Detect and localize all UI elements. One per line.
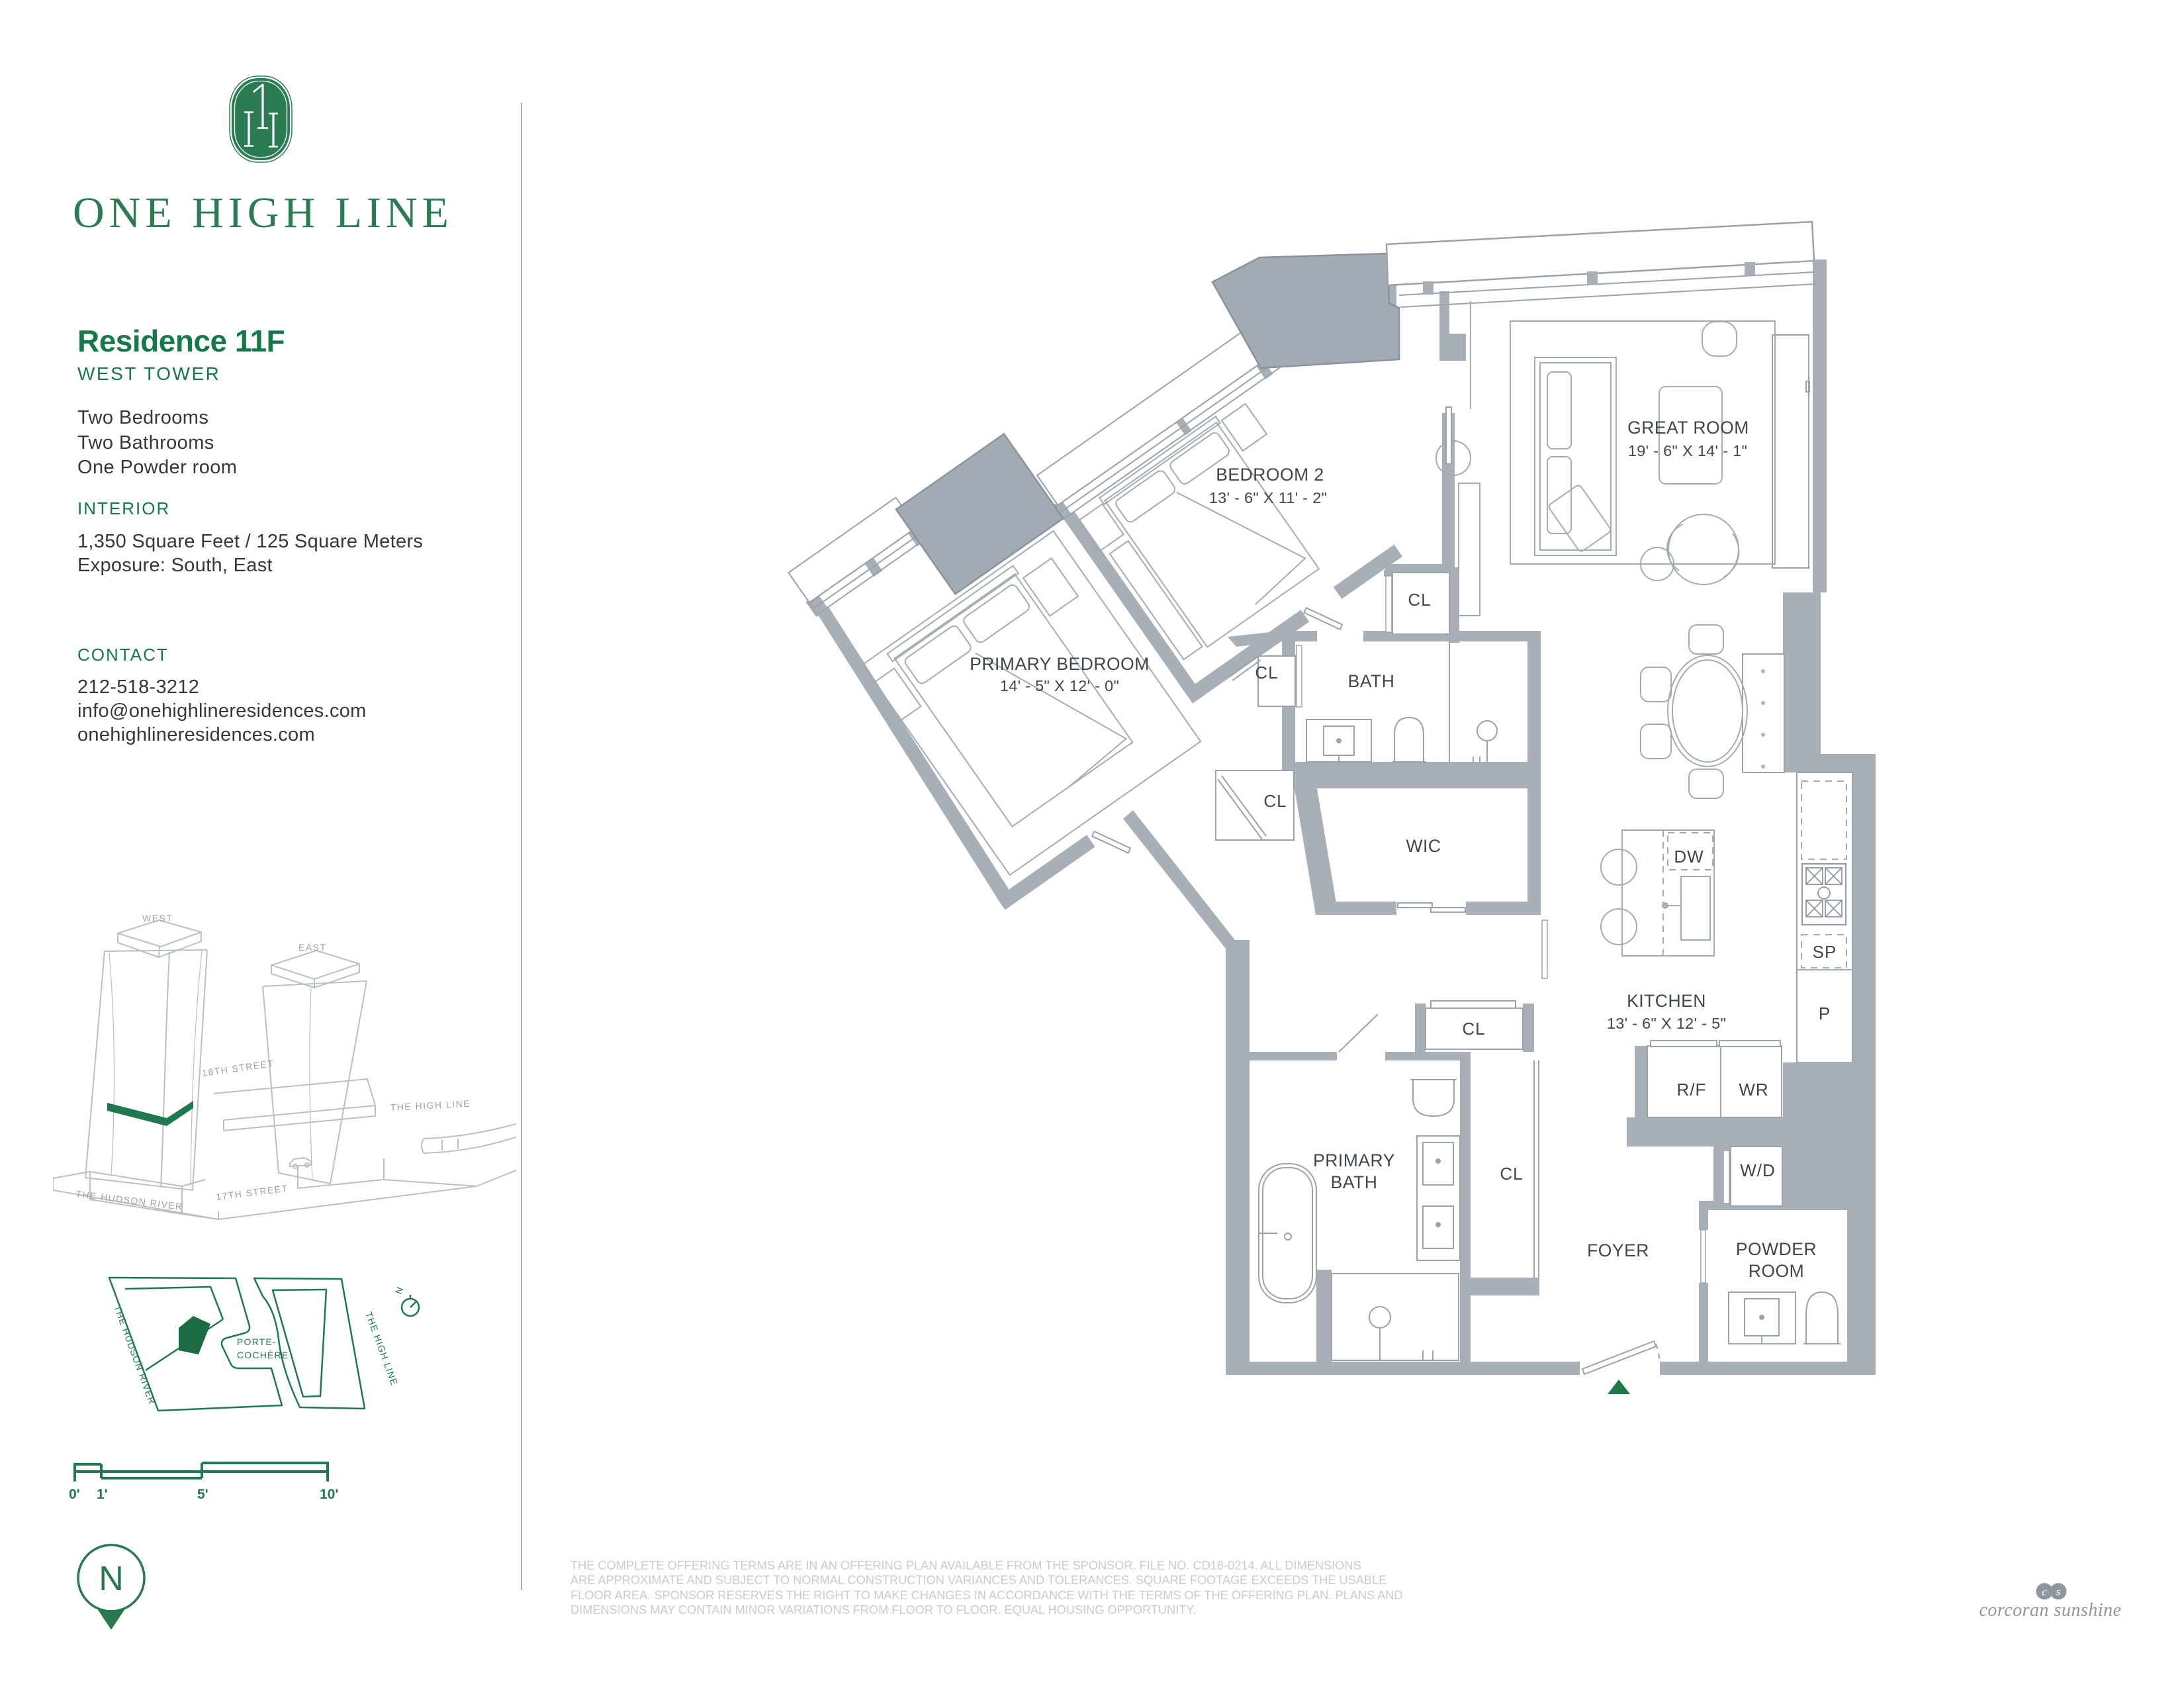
svg-text:W/D: W/D bbox=[1740, 1160, 1776, 1180]
svg-text:0': 0' bbox=[69, 1487, 80, 1502]
svg-text:FOYER: FOYER bbox=[1587, 1241, 1649, 1260]
svg-text:PRIMARY: PRIMARY bbox=[1313, 1150, 1395, 1170]
svg-text:WEST: WEST bbox=[142, 913, 173, 923]
svg-text:ROOM: ROOM bbox=[1749, 1261, 1804, 1281]
svg-text:CL: CL bbox=[1462, 1019, 1485, 1039]
svg-text:1': 1' bbox=[97, 1487, 108, 1502]
svg-text:10': 10' bbox=[320, 1487, 338, 1502]
svg-text:BEDROOM 2: BEDROOM 2 bbox=[1216, 465, 1324, 485]
svg-text:R/F: R/F bbox=[1677, 1080, 1707, 1100]
svg-text:13' - 6" X 12' - 5": 13' - 6" X 12' - 5" bbox=[1607, 1015, 1726, 1032]
svg-text:P: P bbox=[1819, 1004, 1831, 1023]
svg-text:corcoran sunshine: corcoran sunshine bbox=[1979, 1600, 2121, 1620]
svg-text:EAST: EAST bbox=[298, 942, 327, 953]
svg-text:POWDER: POWDER bbox=[1736, 1239, 1817, 1259]
svg-text:WR: WR bbox=[1739, 1080, 1768, 1100]
svg-text:19' - 6" X 14' - 1": 19' - 6" X 14' - 1" bbox=[1628, 442, 1747, 459]
svg-text:KITCHEN: KITCHEN bbox=[1627, 991, 1706, 1011]
svg-text:GREAT ROOM: GREAT ROOM bbox=[1627, 418, 1749, 438]
svg-text:N: N bbox=[99, 1560, 124, 1598]
svg-text:BATH: BATH bbox=[1348, 671, 1395, 691]
svg-text:CL: CL bbox=[1263, 791, 1287, 811]
svg-text:DW: DW bbox=[1674, 847, 1704, 867]
svg-text:WIC: WIC bbox=[1406, 836, 1441, 856]
svg-text:CL: CL bbox=[1255, 663, 1278, 682]
svg-text:5': 5' bbox=[197, 1487, 208, 1502]
svg-text:COCHÈRE: COCHÈRE bbox=[237, 1350, 289, 1360]
svg-text:THE HIGH LINE: THE HIGH LINE bbox=[390, 1098, 471, 1113]
svg-text:CL: CL bbox=[1408, 590, 1431, 610]
svg-text:CL: CL bbox=[1500, 1164, 1523, 1184]
svg-text:c: c bbox=[2042, 1585, 2047, 1598]
svg-text:14' - 5" X 12' - 0": 14' - 5" X 12' - 0" bbox=[1000, 677, 1119, 694]
svg-text:PRIMARY BEDROOM: PRIMARY BEDROOM bbox=[970, 654, 1150, 674]
svg-text:SP: SP bbox=[1813, 942, 1837, 962]
svg-text:PORTE-: PORTE- bbox=[237, 1336, 277, 1347]
svg-text:BATH: BATH bbox=[1331, 1172, 1378, 1192]
svg-text:s: s bbox=[2056, 1585, 2061, 1598]
svg-text:N: N bbox=[393, 1285, 406, 1295]
svg-text:13' - 6" X 11' - 2": 13' - 6" X 11' - 2" bbox=[1209, 489, 1328, 506]
